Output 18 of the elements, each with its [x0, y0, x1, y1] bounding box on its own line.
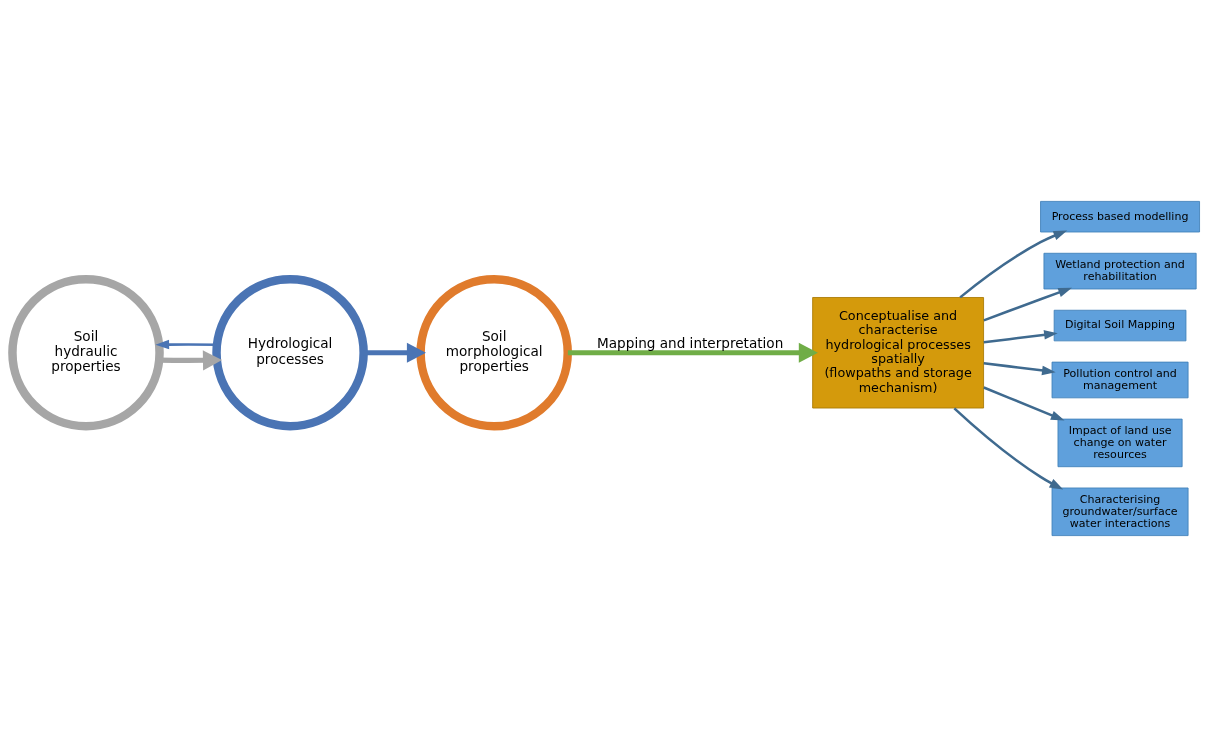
node-box: Conceptualise and characterise hydrological processes spatially (flowpaths and storage mechanism) — [812, 297, 984, 409]
arrow — [953, 407, 1064, 490]
node-box: Pollution control and management — [1051, 361, 1189, 399]
node-circle: Soil hydraulic properties — [8, 274, 164, 431]
node-box: Impact of land use change on water resources — [1057, 418, 1183, 468]
arrow — [983, 362, 1056, 376]
edge-label: Mapping and interpretation — [597, 335, 784, 352]
arrow — [983, 386, 1065, 421]
node-box: Digital Soil Mapping — [1053, 309, 1187, 342]
node-circle: Hydrological processes — [212, 274, 368, 431]
node-circle: Soil morphological properties — [416, 274, 572, 431]
node-box: Characterising groundwater/surface water interactions — [1051, 487, 1189, 537]
arrow — [983, 330, 1058, 344]
node-box: Process based modelling — [1040, 200, 1200, 233]
arrow — [959, 230, 1068, 299]
arrow — [567, 342, 818, 363]
node-box: Wetland protection and rehabilitation — [1043, 252, 1197, 290]
arrow — [983, 287, 1072, 322]
